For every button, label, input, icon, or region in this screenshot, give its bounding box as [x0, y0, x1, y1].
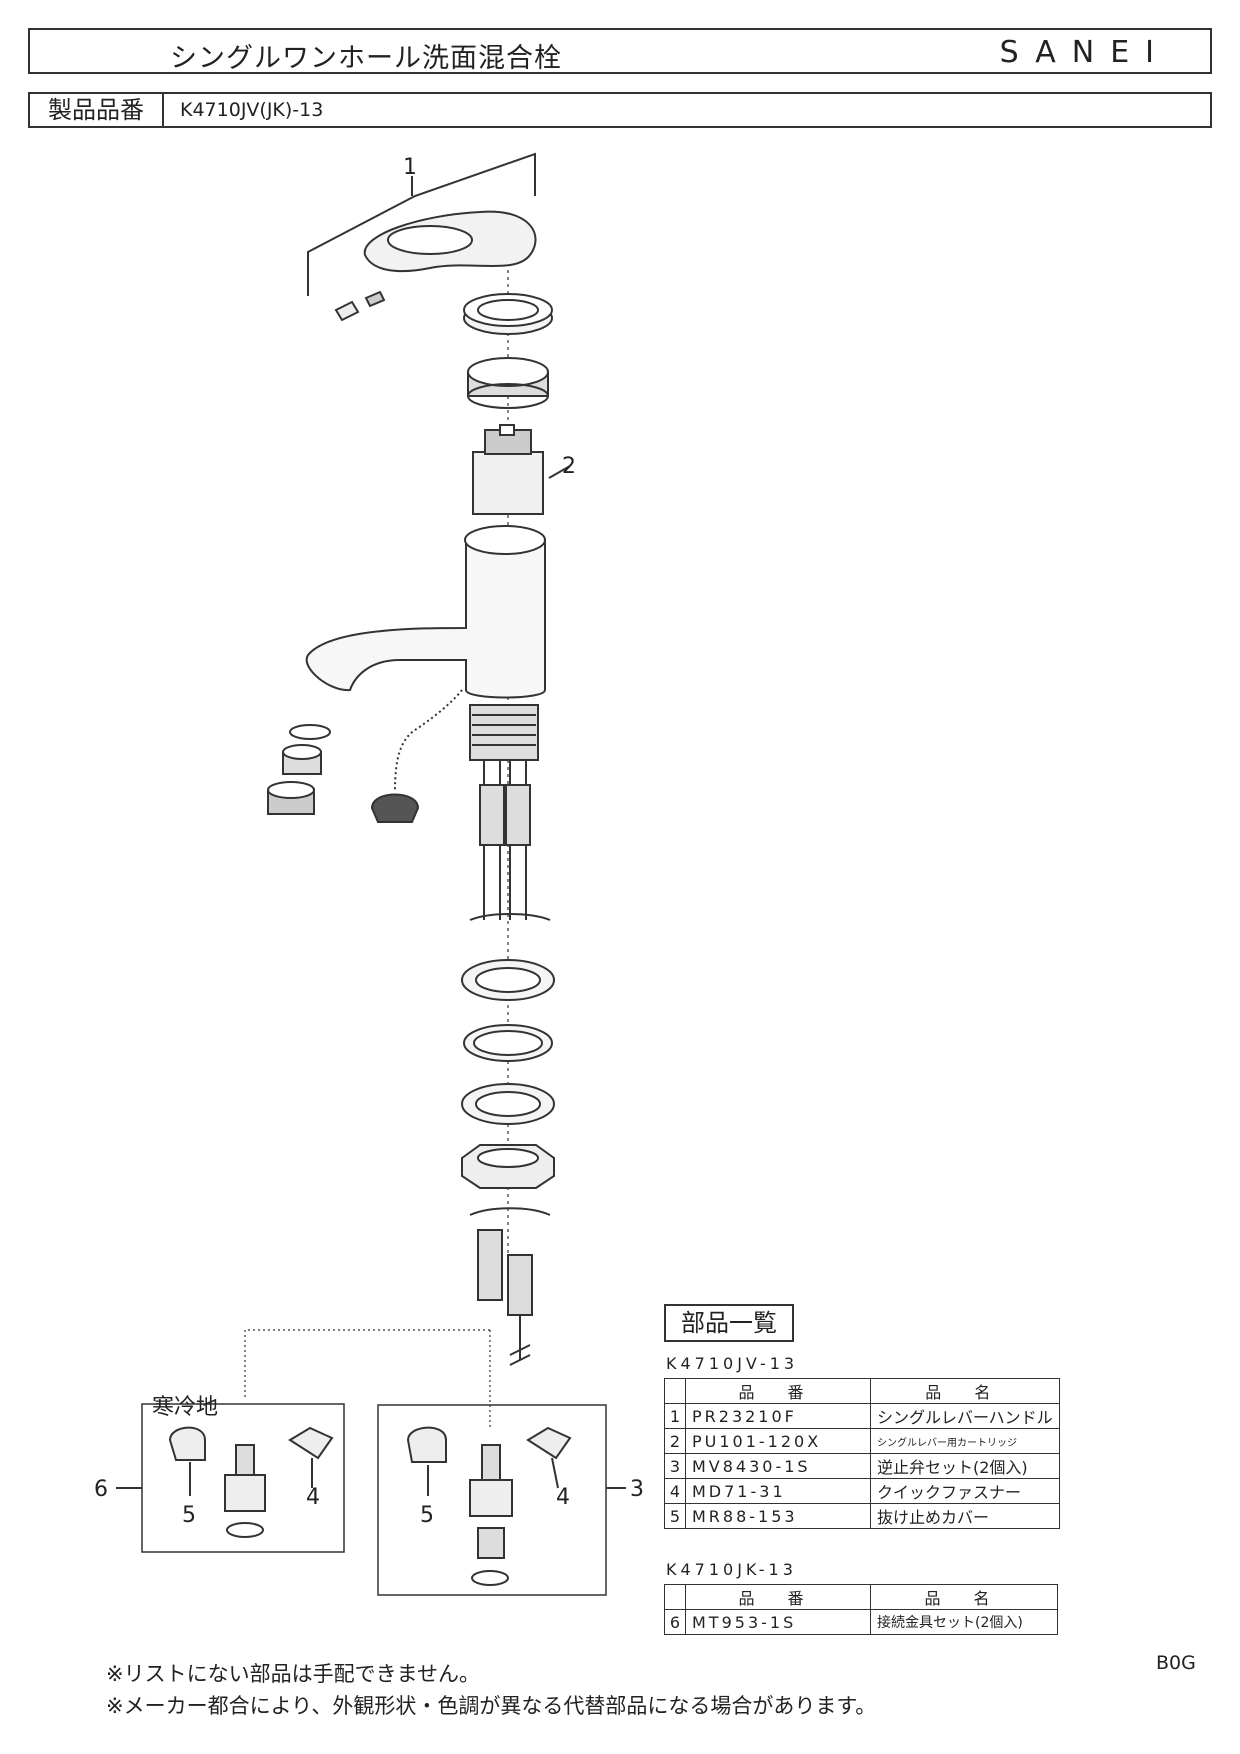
cartridge	[472, 451, 544, 515]
table-row: 4 MD71-31 クイックファスナー	[664, 1478, 1060, 1504]
cover-icon-6	[168, 1426, 206, 1461]
faucet-body	[305, 539, 546, 699]
set-screw	[364, 290, 386, 308]
table-row: 6 MT953-1S 接続金具セット(2個入)	[664, 1609, 1058, 1635]
table-row: 3 MV8430-1S 逆止弁セット(2個入)	[664, 1453, 1060, 1479]
footer-code: B0G	[1156, 1652, 1196, 1674]
fastener-6	[288, 1426, 334, 1460]
callout-3: 3	[630, 1477, 644, 1502]
connector-6	[224, 1474, 266, 1512]
lower-fitting-left	[477, 1229, 503, 1301]
drain-plug	[370, 793, 420, 823]
model-label: 製品品番	[30, 94, 164, 126]
table-row: 5 MR88-153 抜け止めカバー	[664, 1503, 1060, 1529]
plug-chain	[394, 689, 463, 791]
connector-3	[469, 1479, 513, 1517]
model-row: 製品品番 K4710JV(JK)-13	[28, 92, 1212, 128]
hose-fitting-right	[505, 784, 531, 846]
callout-5-cold: 5	[182, 1503, 196, 1528]
check-valve-box	[377, 1404, 607, 1596]
aerator-washer	[289, 724, 331, 740]
lower-fitting-right	[507, 1254, 533, 1316]
table2-caption: K4710JK-13	[666, 1560, 797, 1579]
cold-region-label: 寒冷地	[152, 1395, 218, 1420]
table-row: 2 PU101-120X シングルレバー用カートリッジ	[664, 1428, 1060, 1454]
header-code: 品 番	[685, 1378, 871, 1404]
cover-icon-3	[406, 1426, 447, 1463]
table-header: 品 番 品 名	[664, 1378, 1060, 1404]
table1-caption: K4710JV-13	[666, 1354, 799, 1373]
bracket-part-1	[307, 152, 536, 296]
check-valve	[477, 1527, 505, 1559]
callout-6: 6	[94, 1477, 108, 1502]
callout-5: 5	[420, 1503, 434, 1528]
callout-4-cold: 4	[306, 1485, 320, 1510]
parts-table-2: 品 番 品 名 6 MT953-1S 接続金具セット(2個入)	[664, 1584, 1058, 1635]
parts-list-title: 部品一覧	[664, 1304, 794, 1342]
screw-cap	[334, 300, 360, 322]
brand-logo: SANEI	[999, 35, 1170, 70]
table-row: 1 PR23210F シングルレバーハンドル	[664, 1403, 1060, 1429]
note-2: ※メーカー都合により、外観形状・色調が異なる代替部品になる場合があります。	[106, 1694, 877, 1718]
page-title: シングルワンホール洗面混合栓	[170, 43, 562, 74]
header-name: 品 名	[870, 1378, 1060, 1404]
callout-1: 1	[403, 155, 417, 180]
cold-region-box	[141, 1403, 345, 1553]
callout-4: 4	[556, 1485, 570, 1510]
callout-2: 2	[562, 454, 576, 479]
header-name: 品 名	[870, 1584, 1058, 1610]
hose-fitting-left	[479, 784, 505, 846]
parts-table-1: 品 番 品 名 1 PR23210F シングルレバーハンドル 2 PU101-1…	[664, 1378, 1060, 1529]
note-1: ※リストにない部品は手配できません。	[106, 1662, 480, 1686]
table-header: 品 番 品 名	[664, 1584, 1058, 1610]
fastener-3	[526, 1426, 572, 1460]
title-bar: シングルワンホール洗面混合栓 SANEI	[28, 28, 1212, 74]
model-number: K4710JV(JK)-13	[180, 99, 324, 121]
header-code: 品 番	[685, 1584, 871, 1610]
